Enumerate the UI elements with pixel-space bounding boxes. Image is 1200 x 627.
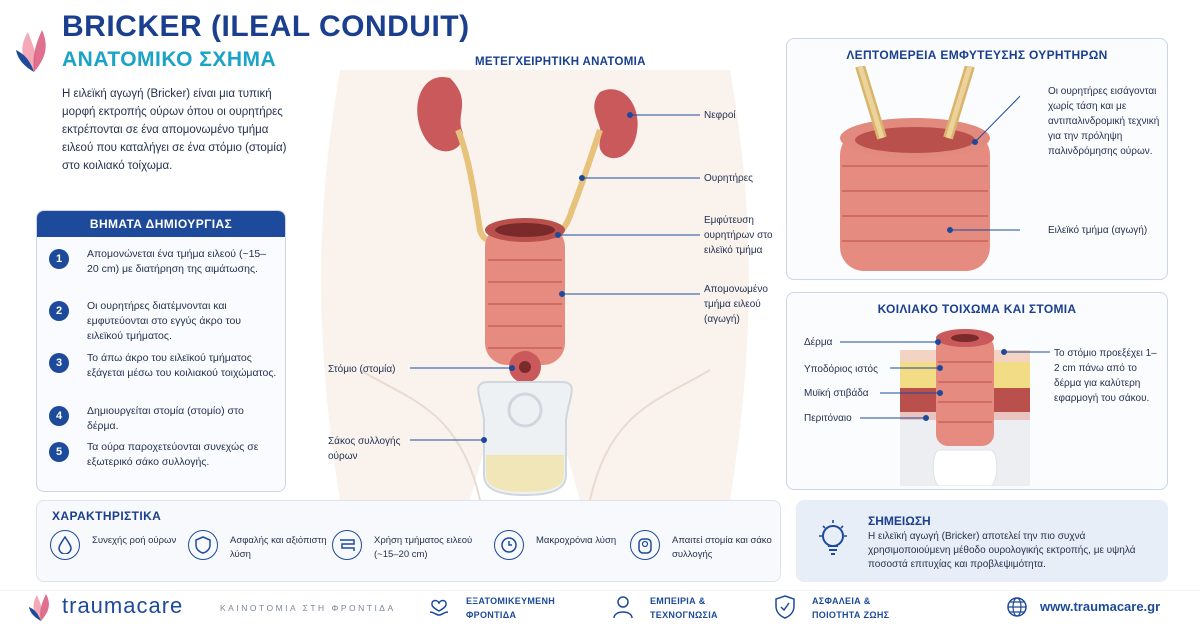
page-subtitle: ΑΝΑΤΟΜΙΚΟ ΣΧΗΜΑ: [62, 48, 277, 71]
label-subcut: Υποδόριος ιστός: [804, 364, 878, 375]
label-kidneys: Νεφροί: [704, 110, 736, 121]
feature-text: Απαιτεί στομία και σάκο συλλογής: [672, 535, 772, 560]
feature-text: Μακροχρόνια λύση: [536, 535, 617, 546]
step-text: Τα ούρα παροχετεύονται συνεχώς σε εξωτερ…: [87, 441, 259, 468]
kidney-right-icon: [594, 89, 638, 159]
step-text: Απομονώνεται ένα τμήμα ειλεού (~15–20 cm…: [87, 248, 267, 275]
drop-icon: [50, 530, 80, 560]
step-text: Οι ουρητήρες διατέμνονται και εμφυτεύοντ…: [87, 300, 242, 342]
label-segment: Απομονωμένο τμήμα ειλεού (αγωγή): [704, 284, 768, 325]
note-title: ΣΗΜΕΙΩΣΗ: [868, 514, 931, 528]
collection-bag-icon: [477, 381, 573, 497]
feature-text: Ασφαλής και αξιόπιστη λύση: [230, 535, 327, 560]
anatomy-title: ΜΕΤΕΓΧΕΙΡΗΤΙΚΗ ΑΝΑΤΟΜΙΑ: [475, 56, 646, 68]
wall-leaders: [840, 339, 1050, 421]
lightbulb-icon: [819, 520, 847, 555]
label-stoma-note: Το στόμιο προεξέχει 1–2 cm πάνω από το δ…: [1054, 348, 1157, 404]
label-stoma: Στόμιο (στομία): [328, 364, 396, 375]
step-number: 2: [49, 301, 69, 321]
page-title: BRICKER (ILEAL CONDUIT): [62, 10, 470, 43]
brand-name: traumacare: [62, 593, 184, 618]
clock-icon: [494, 530, 524, 560]
detail-illustration: [840, 66, 1020, 271]
wall-illustration: [900, 329, 1030, 486]
label-peritoneum: Περιτόναιο: [804, 413, 852, 424]
features-title: ΧΑΡΑΚΤΗΡΙΣΤΙΚΑ: [52, 509, 162, 523]
intestine-icon: [332, 530, 362, 560]
label-skin: Δέρμα: [804, 337, 833, 348]
label-implant: Εμφύτευση ουρητήρων στο ειλεϊκό τμήμα: [704, 215, 773, 256]
shield-check-icon: [775, 595, 795, 619]
website-link[interactable]: www.traumacare.gr: [1040, 599, 1161, 614]
feature-text: Χρήση τμήματος ειλεού (~15–20 cm): [374, 535, 473, 560]
steps-title: ΒΗΜΑΤΑ ΔΗΜΙΟΥΡΓΙΑΣ: [37, 211, 285, 237]
globe-icon: [1007, 597, 1027, 617]
step-text: Δημιουργείται στομία (στομίο) στο δέρμα.: [87, 405, 244, 432]
expert-user-icon: [613, 596, 633, 619]
anatomy-illustration: [321, 70, 749, 500]
step-number: 5: [49, 442, 69, 462]
steps-panel: ΒΗΜΑΤΑ ΔΗΜΙΟΥΡΓΙΑΣ 1 Απομονώνεται ένα τμ…: [36, 210, 286, 492]
footer-logo-icon: [29, 594, 49, 621]
kidney-left-icon: [417, 76, 463, 152]
brand-slogan: ΚΑΙΝΟΤΟΜΙΑ ΣΤΗ ΦΡΟΝΤΙΔΑ: [220, 603, 396, 613]
label-ureter-note: Οι ουρητήρες εισάγονται χωρίς τάση και μ…: [1048, 86, 1160, 157]
traumacare-logo-icon: [16, 30, 46, 72]
note-panel: [796, 500, 1168, 582]
feature-text: Συνεχής ροή ούρων: [92, 535, 177, 546]
label-muscle: Μυϊκή στιβάδα: [804, 388, 869, 399]
footer-item-safety: ΑΣΦΑΛΕΙΑ &ΠΟΙΟΤΗΤΑ ΖΩΗΣ: [812, 596, 890, 620]
shield-icon: [188, 530, 218, 560]
step-number: 4: [49, 406, 69, 426]
detail-title: ΛΕΠΤΟΜΕΡΕΙΑ ΕΜΦΥΤΕΥΣΗΣ ΟΥΡΗΤΗΡΩΝ: [846, 48, 1108, 62]
note-text: Η ειλεϊκή αγωγή (Bricker) αποτελεί την π…: [868, 531, 1136, 570]
label-bag: Σάκος συλλογής ούρων: [328, 436, 401, 462]
label-detail-segment: Ειλεϊκό τμήμα (αγωγή): [1048, 225, 1148, 236]
step-number: 3: [49, 353, 69, 373]
step-text: Το άπω άκρο του ειλεϊκού τμήματος εξάγετ…: [87, 352, 277, 379]
care-hands-icon: [429, 599, 449, 616]
footer-item-expertise: ΕΜΠΕΙΡΙΑ &ΤΕΧΝΟΓΝΩΣΙΑ: [650, 596, 718, 620]
step-number: 1: [49, 249, 69, 269]
label-ureters: Ουρητήρες: [704, 173, 753, 184]
wall-title: ΚΟΙΛΙΑΚΟ ΤΟΙΧΩΜΑ ΚΑΙ ΣΤΟΜΙΑ: [877, 302, 1077, 316]
ileal-segment: [485, 218, 565, 365]
footer-divider: [0, 590, 1200, 591]
intro-text: Η ειλεϊκή αγωγή (Bricker) είναι μια τυπι…: [62, 88, 287, 172]
bag-icon: [630, 530, 660, 560]
